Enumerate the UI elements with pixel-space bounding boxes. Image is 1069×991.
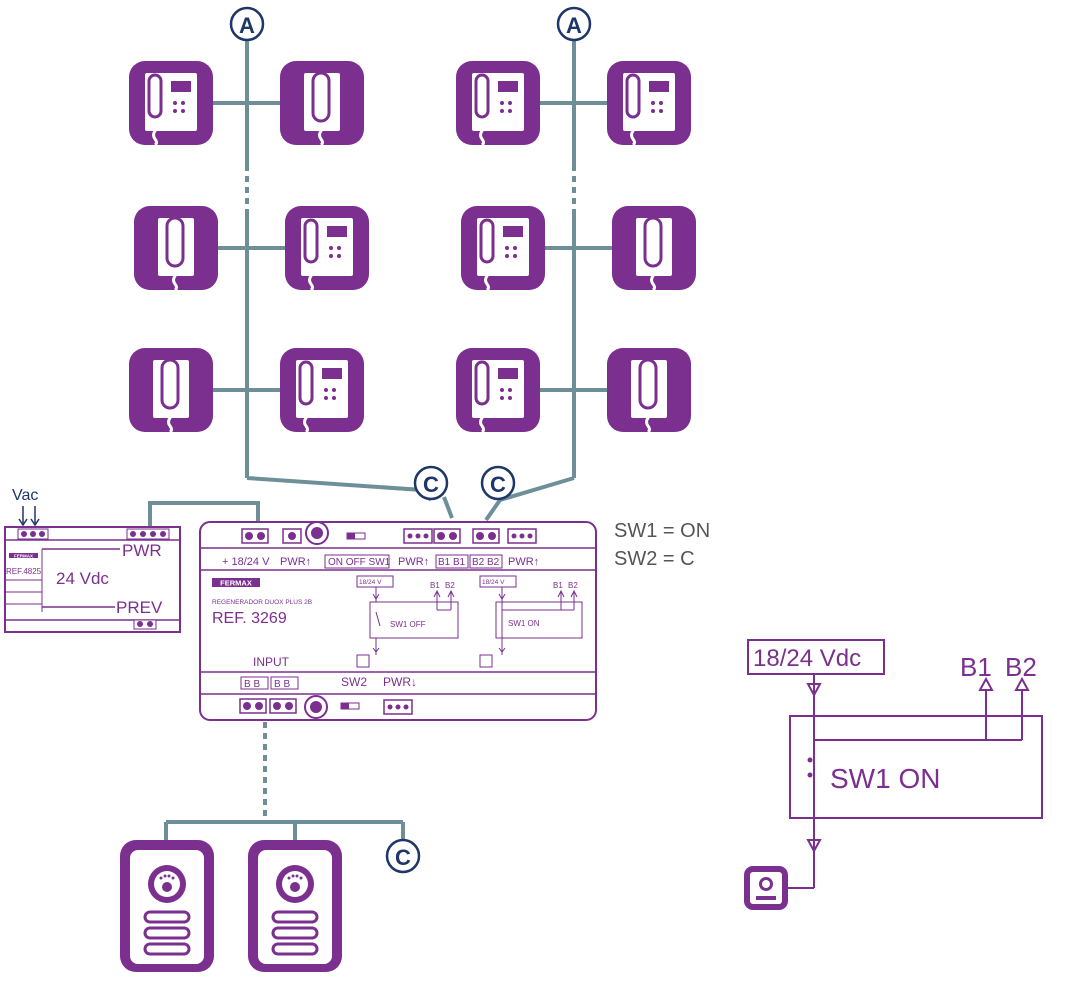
door-panel-icon	[246, 838, 344, 974]
monitor-icon	[278, 346, 366, 434]
marker-c-3: C	[385, 838, 421, 874]
regenerator-unit: + 18/24 V PWR↑ ON OFF SW1 PWR↑ B1 B1 B2 …	[199, 521, 597, 721]
psu-prev-label: PREV	[116, 598, 163, 617]
psu-ref: REF.4825	[6, 567, 42, 576]
svg-text:A: A	[566, 13, 582, 38]
svg-text:SW1 OFF: SW1 OFF	[390, 620, 426, 629]
power-supply: Vac FERMAX REF.4825 24 Vdc PWR PREV	[4, 487, 181, 633]
svg-text:B2: B2	[568, 581, 578, 590]
door-panel-icon	[118, 838, 216, 974]
monitor-icon	[605, 59, 693, 147]
monitor-icon	[283, 204, 371, 292]
svg-text:ON OFF SW1: ON OFF SW1	[328, 557, 391, 568]
svg-text:B1 B1: B1 B1	[438, 557, 466, 568]
schematic-state: SW1 ON	[830, 763, 940, 794]
telephone-icon	[278, 59, 366, 147]
svg-text:B B: B B	[274, 679, 290, 690]
svg-text:PWR↑: PWR↑	[508, 556, 539, 568]
svg-text:PWR↓: PWR↓	[383, 675, 417, 689]
marker-c-2: C	[480, 465, 516, 501]
svg-text:C: C	[423, 472, 439, 497]
marker-c-1: C	[413, 465, 449, 501]
telephone-icon	[132, 204, 220, 292]
psu-voltage: 24 Vdc	[56, 569, 109, 588]
vac-arrows-icon	[18, 506, 40, 527]
svg-text:A: A	[239, 13, 255, 38]
svg-text:B1: B1	[430, 581, 440, 590]
mini-diagram-sw1-off	[356, 575, 459, 668]
svg-text:C: C	[490, 472, 506, 497]
svg-text:B B: B B	[244, 679, 260, 690]
door-panel-small-icon	[744, 866, 788, 910]
regen-ref: REF. 3269	[212, 610, 287, 627]
telephone-icon	[127, 346, 215, 434]
svg-text:SW2: SW2	[341, 675, 367, 689]
top-terminal-blocks	[241, 521, 537, 545]
svg-text:B2 B2: B2 B2	[472, 557, 500, 568]
mini-diagram-sw1-on	[479, 575, 583, 668]
svg-text:SW1 ON: SW1 ON	[508, 619, 540, 628]
svg-text:PWR↑: PWR↑	[398, 556, 429, 568]
marker-a-right: A	[556, 6, 592, 42]
sw1-setting: SW1 = ON	[614, 520, 710, 542]
monitor-icon	[454, 59, 542, 147]
schematic-b1: B1	[960, 652, 992, 682]
monitor-icon	[459, 204, 547, 292]
sw2-setting: SW2 = C	[614, 548, 695, 570]
sw1-on-schematic	[747, 639, 1043, 889]
svg-text:PWR↑: PWR↑	[280, 556, 311, 568]
vac-label: Vac	[12, 487, 38, 504]
telephone-icon	[610, 204, 698, 292]
svg-text:18/24 V: 18/24 V	[359, 579, 382, 586]
regen-model: REGENERADOR DUOX PLUS 2B	[212, 599, 312, 606]
psu-brand: FERMAX	[14, 553, 33, 558]
svg-text:B1: B1	[553, 581, 563, 590]
schematic-b2: B2	[1005, 652, 1037, 682]
svg-text:B2: B2	[445, 581, 455, 590]
svg-text:+ 18/24 V: + 18/24 V	[222, 556, 270, 568]
marker-a-left: A	[229, 6, 265, 42]
monitor-icon	[127, 59, 215, 147]
schematic-voltage: 18/24 Vdc	[753, 645, 861, 672]
svg-text:18/24 V: 18/24 V	[482, 579, 505, 586]
bottom-terminal-blocks	[239, 695, 413, 719]
telephone-icon	[605, 346, 693, 434]
regen-brand: FERMAX	[220, 579, 252, 588]
svg-text:INPUT: INPUT	[253, 655, 290, 669]
monitor-icon	[454, 346, 542, 434]
psu-pwr-label: PWR	[122, 541, 162, 560]
riser-wiring	[148, 40, 612, 843]
svg-text:C: C	[395, 845, 411, 870]
